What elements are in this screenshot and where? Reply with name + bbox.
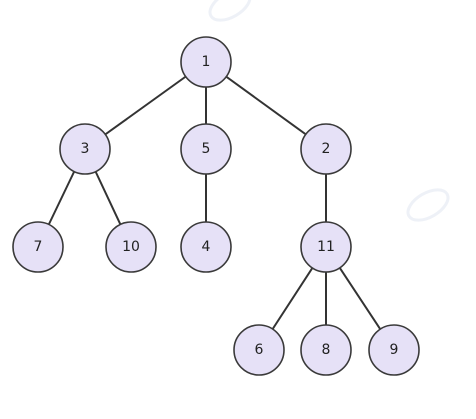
svg-text:10: 10 <box>122 239 140 255</box>
tree-node: 1 <box>180 36 232 88</box>
tree-edges <box>37 61 395 351</box>
tree-node: 11 <box>300 221 352 273</box>
tree-node: 5 <box>180 123 232 175</box>
tree-node: 7 <box>12 221 64 273</box>
svg-text:7: 7 <box>34 239 43 255</box>
svg-text:4: 4 <box>202 239 211 255</box>
tree-nodes: 1 3 5 2 7 10 4 11 <box>12 36 420 376</box>
tree-node: 8 <box>300 324 352 376</box>
svg-text:9: 9 <box>390 342 399 358</box>
svg-text:3: 3 <box>81 141 90 157</box>
svg-text:2: 2 <box>322 141 331 157</box>
svg-text:6: 6 <box>255 342 264 358</box>
svg-text:8: 8 <box>322 342 331 358</box>
svg-text:5: 5 <box>202 141 211 157</box>
tree-node: 10 <box>105 221 157 273</box>
tree-node: 9 <box>368 324 420 376</box>
tree-node: 6 <box>233 324 285 376</box>
svg-text:11: 11 <box>317 239 335 255</box>
svg-text:1: 1 <box>202 54 211 70</box>
tree-node: 3 <box>59 123 111 175</box>
tree-node: 2 <box>300 123 352 175</box>
tree-node: 4 <box>180 221 232 273</box>
watermark <box>208 0 450 222</box>
